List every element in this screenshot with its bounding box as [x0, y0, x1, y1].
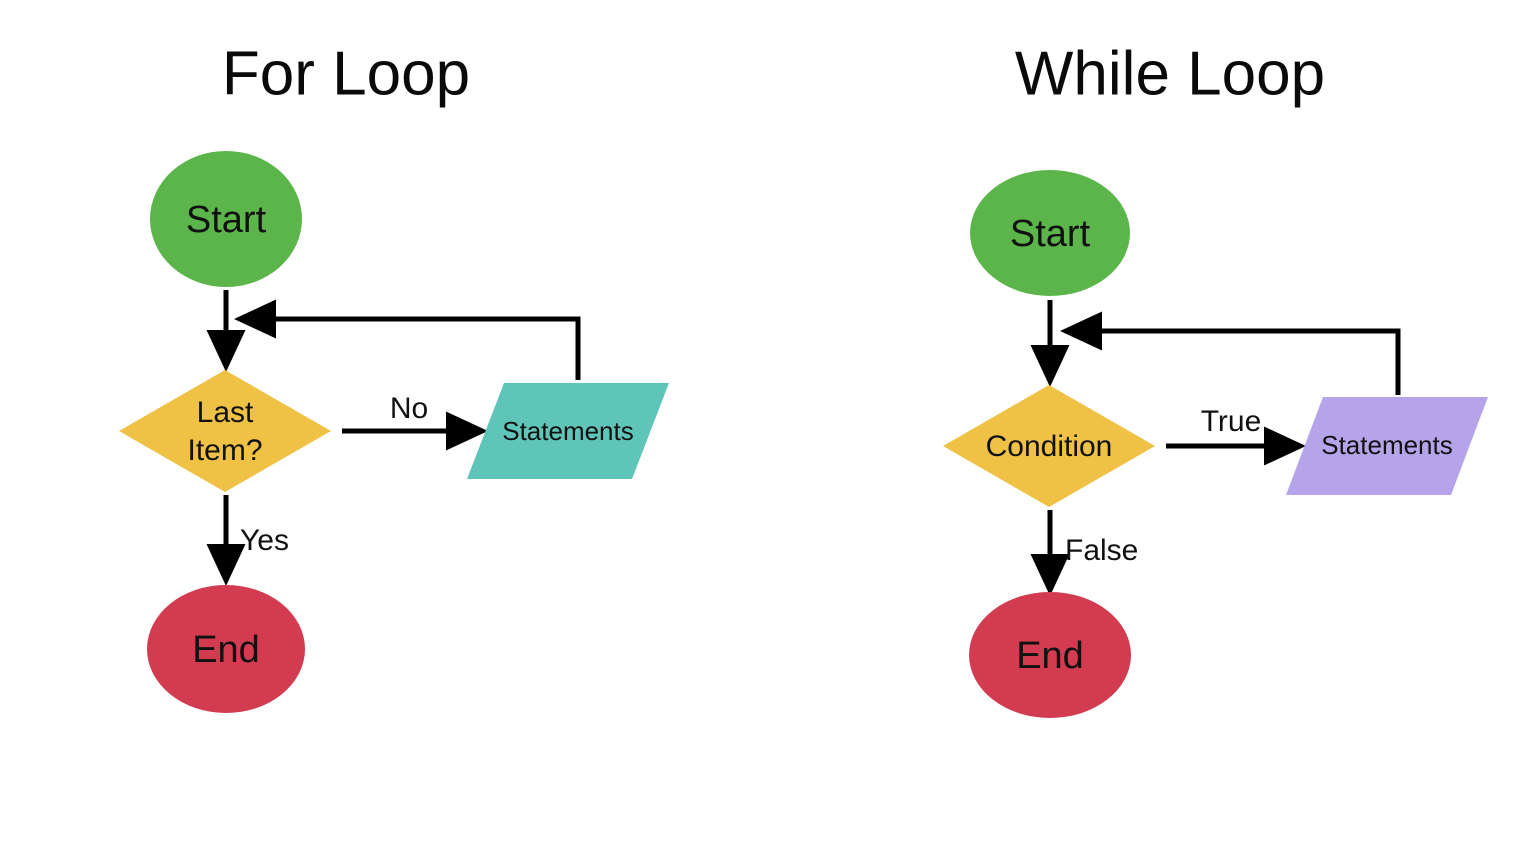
node-start[interactable]: Start	[970, 170, 1130, 296]
edge-label-yes: Yes	[240, 524, 289, 557]
start-ellipse-shape[interactable]	[970, 170, 1130, 296]
statements-parallelogram-shape[interactable]	[467, 383, 669, 479]
end-ellipse-shape[interactable]	[969, 592, 1131, 718]
decision-label-line-1: Last	[197, 396, 254, 429]
start-label: Start	[1010, 213, 1091, 255]
edge-statements-loopback	[1059, 311, 1401, 395]
start-label: Start	[186, 199, 267, 241]
node-decision[interactable]: Last Item?	[119, 370, 331, 492]
node-end[interactable]: End	[969, 592, 1131, 718]
diagram-title-while-loop: While Loop	[1015, 39, 1325, 108]
decision-label-line-2: Item?	[187, 434, 262, 467]
end-label: End	[1016, 635, 1084, 677]
diagram-for-loop: For Loop Start Last Item?	[119, 39, 669, 713]
statements-label: Statements	[1321, 430, 1453, 460]
node-statements[interactable]: Statements	[467, 383, 669, 479]
edge-label-true: True	[1201, 405, 1262, 438]
decision-diamond-shape[interactable]	[119, 370, 331, 492]
edge-label-no: No	[390, 392, 428, 425]
edge-statements-loopback	[233, 299, 581, 380]
decision-label-line-1: Condition	[986, 430, 1113, 463]
end-label: End	[192, 629, 260, 671]
edges-while-loop	[1030, 300, 1401, 597]
edges-for-loop	[206, 290, 581, 587]
edge-label-false: False	[1065, 534, 1138, 567]
statements-label: Statements	[502, 416, 634, 446]
decision-diamond-shape[interactable]	[943, 385, 1155, 507]
start-ellipse-shape[interactable]	[150, 151, 302, 287]
node-end[interactable]: End	[147, 585, 305, 713]
diagram-title-for-loop: For Loop	[222, 39, 470, 108]
diagram-while-loop: While Loop Start Condition St	[943, 39, 1488, 718]
node-decision[interactable]: Condition	[943, 385, 1155, 507]
statements-parallelogram-shape[interactable]	[1286, 397, 1488, 495]
node-statements[interactable]: Statements	[1286, 397, 1488, 495]
node-start[interactable]: Start	[150, 151, 302, 287]
end-ellipse-shape[interactable]	[147, 585, 305, 713]
